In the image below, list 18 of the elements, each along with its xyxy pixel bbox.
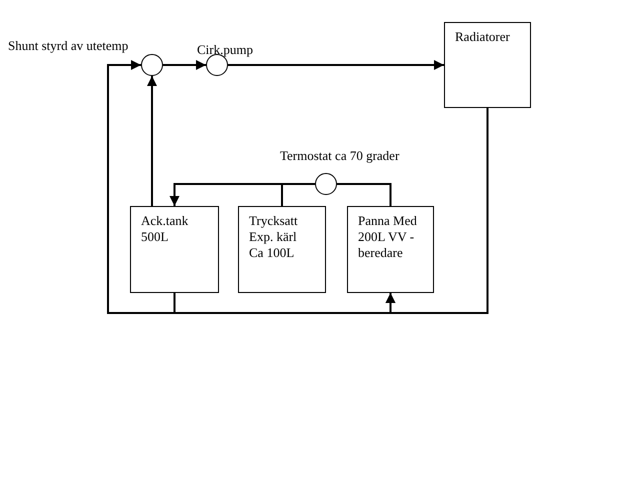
component-box xyxy=(130,206,219,293)
component-circle xyxy=(141,54,163,76)
component-box xyxy=(238,206,326,293)
pipe-arrow xyxy=(163,60,206,70)
component-label: Termostat ca 70 grader xyxy=(280,148,400,163)
box-label: Ack.tank 500L xyxy=(141,213,190,245)
component-box xyxy=(347,206,434,293)
component-circle xyxy=(315,173,337,195)
box-label: Trycksatt Exp. kärl Ca 100L xyxy=(249,213,299,261)
component-label: Cirk.pump xyxy=(197,42,253,57)
pipe-arrow xyxy=(228,60,444,70)
pipe-arrow xyxy=(174,293,396,314)
component-label: Shunt styrd av utetemp xyxy=(8,38,128,53)
box-label: Radiatorer xyxy=(455,29,511,45)
pipe-arrow xyxy=(147,76,157,206)
box-label: Panna Med 200L VV - beredare xyxy=(358,213,417,261)
component-box xyxy=(444,22,531,108)
pipe-arrow xyxy=(170,183,315,206)
